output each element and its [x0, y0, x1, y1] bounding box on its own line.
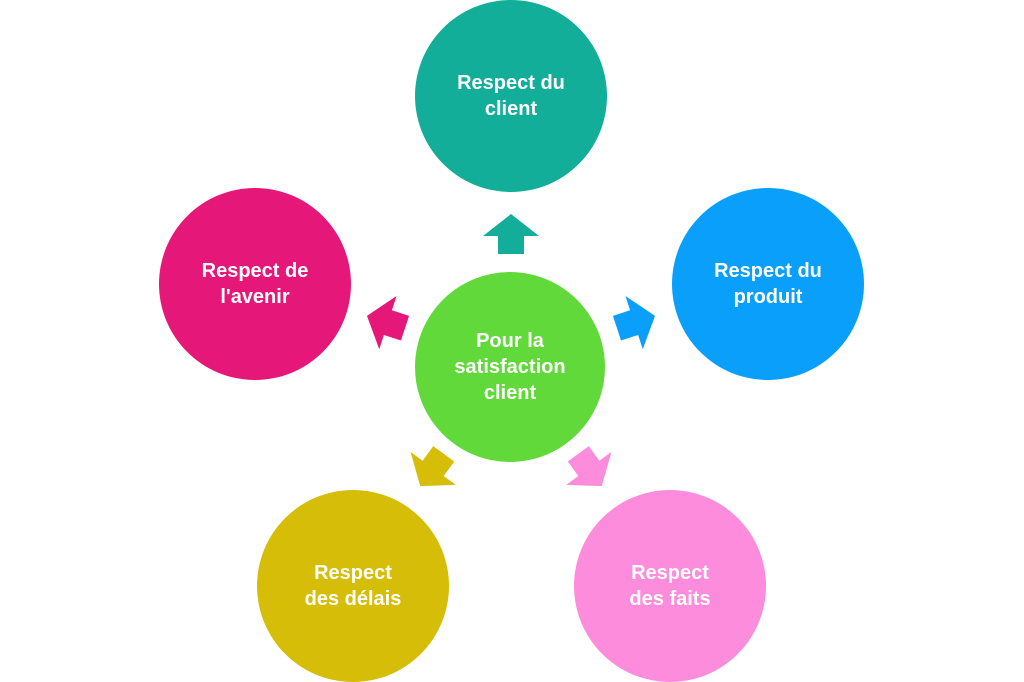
node-client-label-line-1: Respect du — [457, 72, 565, 94]
center-node: Pour la satisfaction client — [415, 272, 605, 462]
arrow-to-avenir — [366, 295, 410, 350]
arrow-to-faits — [566, 446, 612, 487]
node-delais-label-line-2: des délais — [304, 588, 402, 610]
node-produit-label-line-1: Respect du — [714, 260, 822, 282]
arrow-to-delais — [410, 446, 456, 487]
center-label-line-3: client — [483, 382, 537, 404]
node-respect-client: Respect du client — [415, 0, 607, 192]
node-avenir-label-line-2: l'avenir — [220, 286, 290, 308]
node-respect-produit: Respect du produit — [672, 188, 864, 380]
arrow-to-client — [483, 214, 539, 254]
node-avenir-label-line-1: Respect de — [201, 260, 309, 282]
node-delais-label-line-1: Respect — [314, 562, 392, 584]
node-faits-label-line-2: des faits — [629, 588, 711, 610]
node-produit-label-line-2: produit — [733, 286, 803, 308]
node-respect-delais: Respect des délais — [257, 490, 449, 682]
node-respect-faits: Respect des faits — [574, 490, 766, 682]
node-client-label-line-2: client — [484, 98, 538, 120]
center-label-line-2: satisfaction — [454, 356, 566, 378]
center-label-line-1: Pour la — [476, 330, 544, 352]
node-respect-avenir: Respect de l'avenir — [159, 188, 351, 380]
arrow-to-produit — [612, 295, 656, 350]
node-faits-label-line-1: Respect — [631, 562, 709, 584]
